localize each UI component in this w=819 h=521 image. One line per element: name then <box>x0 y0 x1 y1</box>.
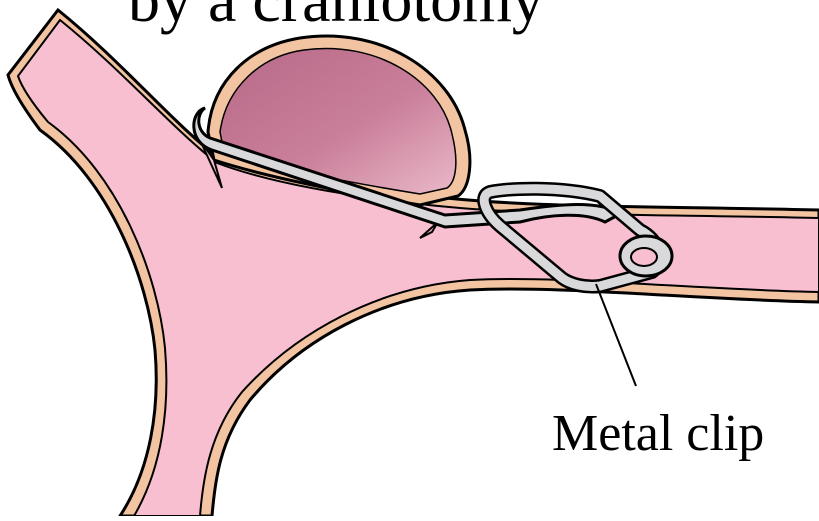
clip-spring-hole <box>631 248 657 266</box>
label-leader-line <box>596 284 636 386</box>
metal-clip-label: Metal clip <box>552 404 764 464</box>
diagram-title: by a craniotomy <box>128 0 544 38</box>
